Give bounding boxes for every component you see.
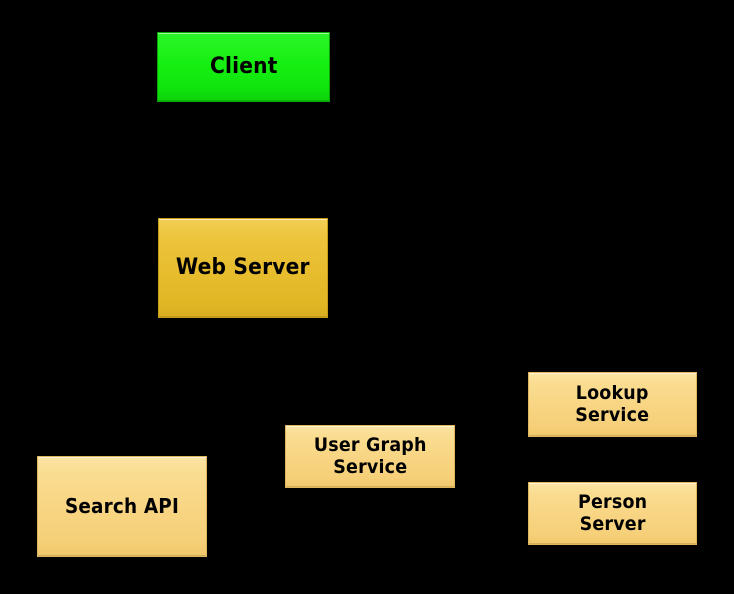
node-user-graph-service-label: User Graph Service — [313, 434, 427, 478]
node-person-server-label: Person Server — [577, 491, 648, 535]
node-client-label: Client — [209, 53, 278, 79]
node-search-api-label: Search API — [64, 494, 180, 519]
node-lookup-service[interactable]: Lookup Service — [528, 372, 697, 437]
node-client[interactable]: Client — [157, 32, 330, 102]
node-web-server[interactable]: Web Server — [158, 218, 328, 318]
node-user-graph-service[interactable]: User Graph Service — [285, 425, 455, 488]
node-person-server[interactable]: Person Server — [528, 482, 697, 545]
node-web-server-label: Web Server — [176, 254, 310, 280]
node-lookup-service-label: Lookup Service — [575, 382, 650, 426]
node-search-api[interactable]: Search API — [37, 456, 207, 557]
